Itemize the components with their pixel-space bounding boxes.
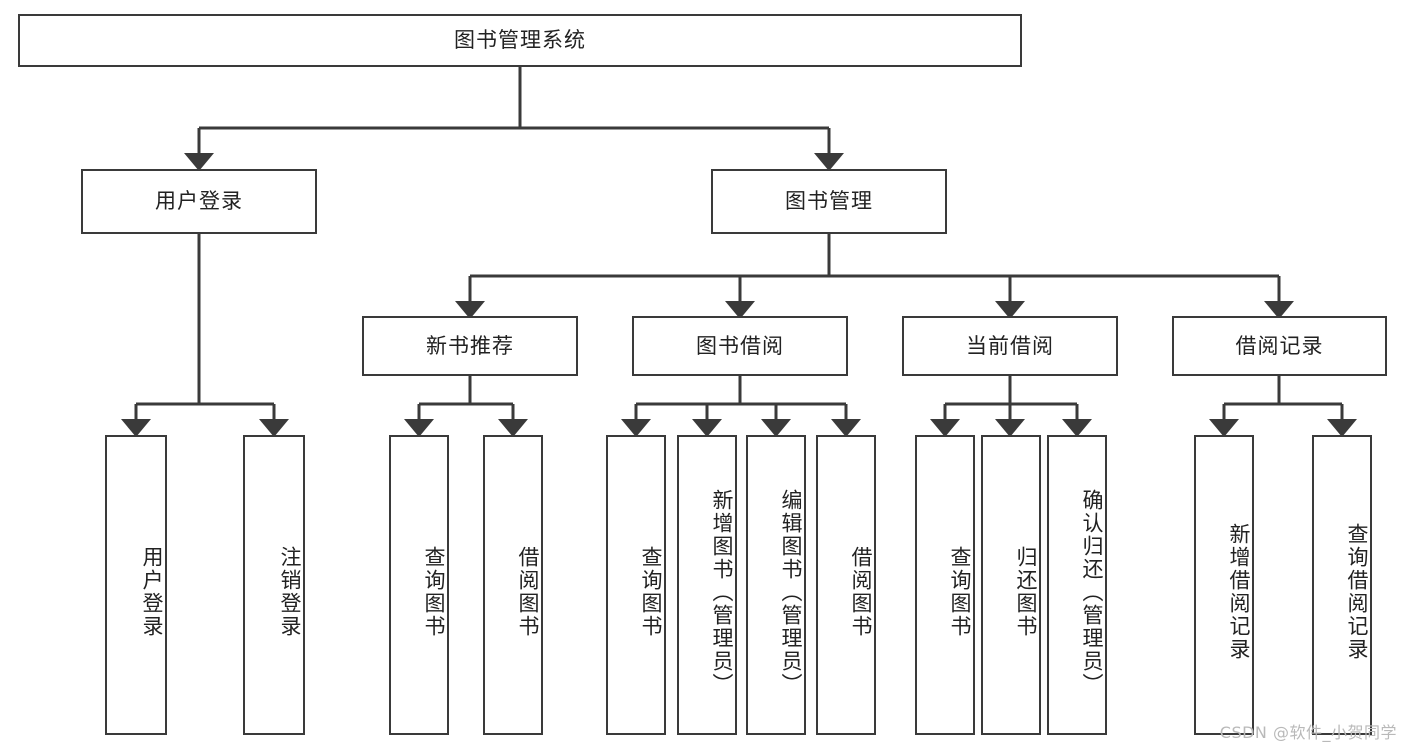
node-label: 编辑图书（管理员） xyxy=(779,488,803,696)
node-new-book-recommend[interactable]: 新书推荐 xyxy=(362,316,578,376)
leaf-current-borrow-return[interactable]: 归还图书 xyxy=(981,435,1041,735)
node-borrow-record[interactable]: 借阅记录 xyxy=(1172,316,1387,376)
leaf-book-borrow-edit[interactable]: 编辑图书（管理员） xyxy=(746,435,806,735)
node-book-borrow[interactable]: 图书借阅 xyxy=(632,316,848,376)
node-label: 新增借阅记录 xyxy=(1227,523,1251,661)
node-label: 借阅图书 xyxy=(849,546,873,638)
node-current-borrow[interactable]: 当前借阅 xyxy=(902,316,1118,376)
leaf-book-borrow-add[interactable]: 新增图书（管理员） xyxy=(677,435,737,735)
leaf-new-book-borrow[interactable]: 借阅图书 xyxy=(483,435,543,735)
leaf-book-borrow-borrow[interactable]: 借阅图书 xyxy=(816,435,876,735)
node-book-management[interactable]: 图书管理 xyxy=(711,169,947,234)
node-label: 借阅图书 xyxy=(516,546,540,638)
watermark: CSDN @软件_小贺同学 xyxy=(1219,723,1397,742)
node-label: 查询借阅记录 xyxy=(1345,523,1369,661)
node-root-system[interactable]: 图书管理系统 xyxy=(18,14,1022,67)
node-label: 图书管理 xyxy=(785,189,873,214)
node-label: 查询图书 xyxy=(639,546,663,638)
leaf-borrow-record-add[interactable]: 新增借阅记录 xyxy=(1194,435,1254,735)
leaf-borrow-record-query[interactable]: 查询借阅记录 xyxy=(1312,435,1372,735)
node-user-login[interactable]: 用户登录 xyxy=(81,169,317,234)
node-label: 借阅记录 xyxy=(1235,333,1324,358)
node-label: 图书管理系统 xyxy=(454,28,586,53)
leaf-user-login-signin[interactable]: 用户登录 xyxy=(105,435,167,735)
node-label: 查询图书 xyxy=(422,546,446,638)
node-label: 用户登录 xyxy=(140,546,164,638)
node-label: 当前借阅 xyxy=(966,333,1054,358)
leaf-book-borrow-query[interactable]: 查询图书 xyxy=(606,435,666,735)
node-label: 确认归还（管理员） xyxy=(1080,488,1104,696)
node-label: 归还图书 xyxy=(1014,546,1038,638)
leaf-user-login-signout[interactable]: 注销登录 xyxy=(243,435,305,735)
node-label: 用户登录 xyxy=(155,189,243,214)
leaf-current-borrow-confirm-return[interactable]: 确认归还（管理员） xyxy=(1047,435,1107,735)
leaf-current-borrow-query[interactable]: 查询图书 xyxy=(915,435,975,735)
node-label: 新书推荐 xyxy=(426,333,514,358)
node-label: 新增图书（管理员） xyxy=(710,488,734,696)
node-label: 查询图书 xyxy=(948,546,972,638)
leaf-new-book-query[interactable]: 查询图书 xyxy=(389,435,449,735)
node-label: 注销登录 xyxy=(278,546,302,638)
node-label: 图书借阅 xyxy=(696,333,784,358)
